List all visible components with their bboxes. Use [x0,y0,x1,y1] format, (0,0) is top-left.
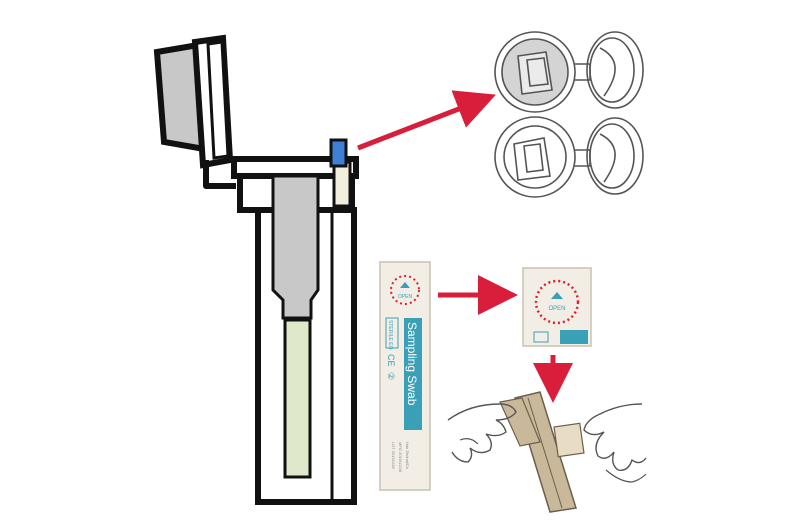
round-container-icon [494,31,644,113]
specimen-tube-icon [153,34,359,505]
package-no-reuse-mark: ② [386,372,396,380]
blue-tab [329,138,348,168]
swab-package: OPEN Sampling Swab STERILE EO CE ② LOT 2… [379,261,431,491]
package-title: Sampling Swab [405,322,419,406]
package-open-label: OPEN [398,294,413,300]
opened-package: OPEN [522,267,592,347]
swab-shaft [271,174,320,320]
package-ce-mark: CE [386,354,396,367]
hinged-cap-icon [153,34,236,189]
red-arrow-icon [357,90,496,151]
package-maker-line: Hair Zhuhai/Ch [405,442,410,469]
round-container-icon [494,116,644,198]
package-mfg-line: MFG 2019/12/28 [398,442,403,473]
opened-open-label: OPEN [548,306,565,312]
side-tab [332,160,352,208]
package-lot-line: LOT 20191228 [391,442,396,469]
hands-icon [447,391,647,513]
package-sterile-mark: STERILE EO [387,320,393,350]
swab-tip [283,318,312,479]
